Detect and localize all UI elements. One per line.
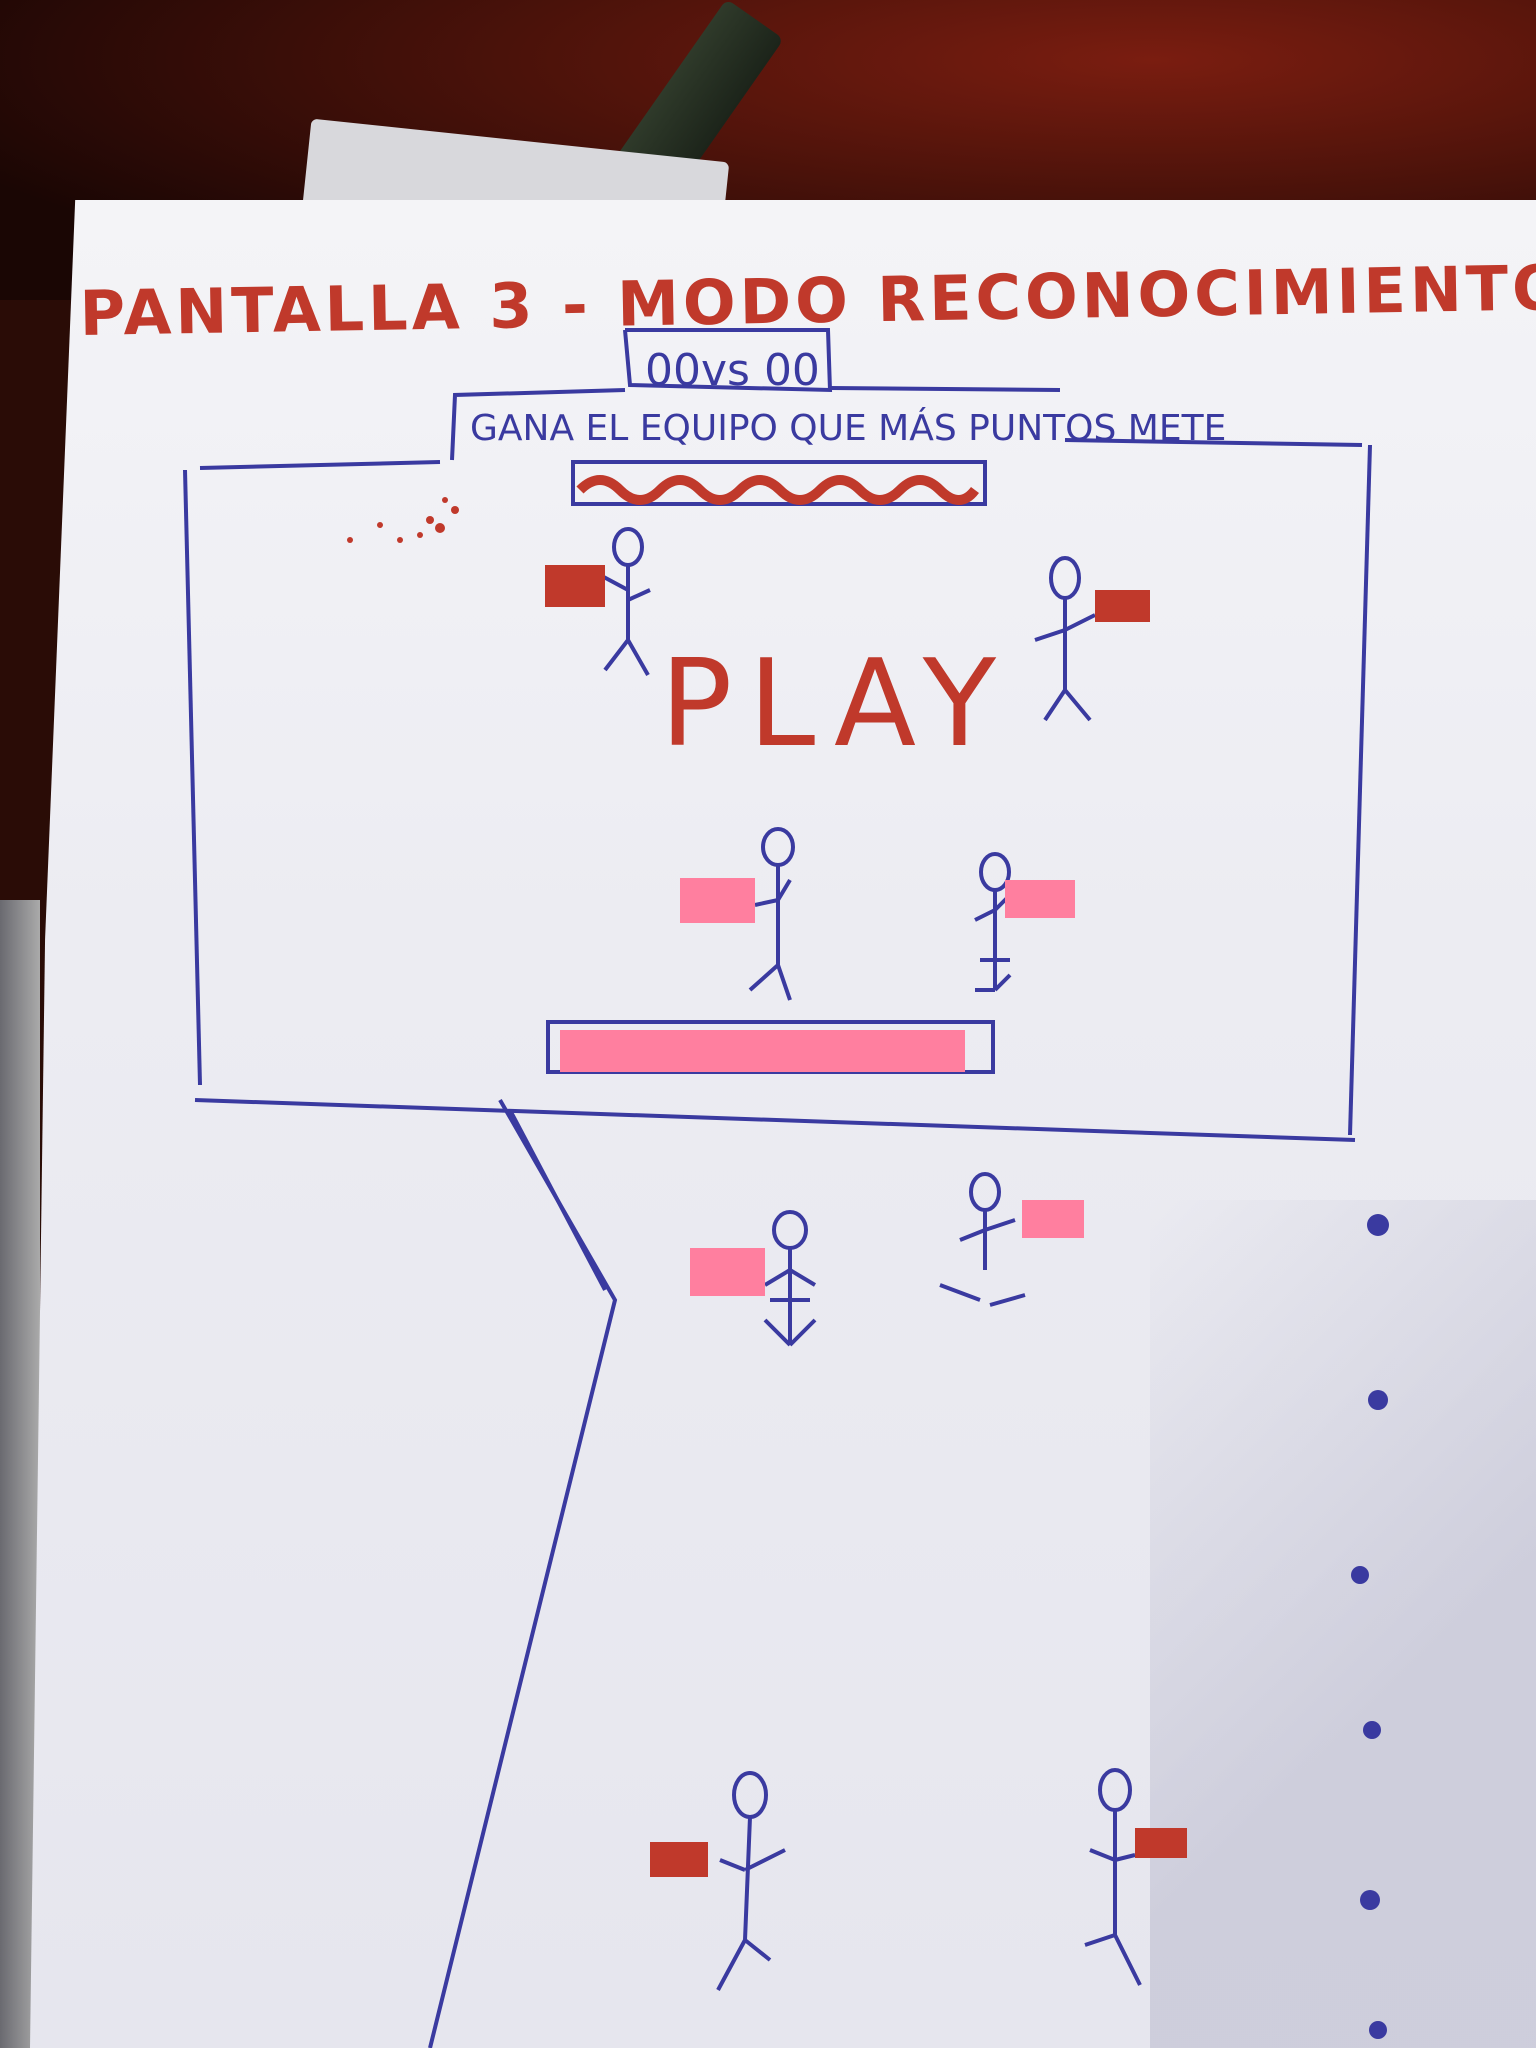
stick-figure-icon — [716, 1771, 786, 1991]
flag-icon — [680, 878, 755, 923]
stick-figure-icon — [599, 527, 651, 676]
score-text: 00vs 00 — [645, 345, 820, 396]
stick-figure-icon — [1034, 556, 1096, 722]
flag-icon — [1022, 1200, 1084, 1238]
binder-holes — [1351, 1214, 1389, 2039]
game-screen-frame — [183, 444, 1372, 1142]
stick-figure-icon — [939, 1172, 1026, 1307]
stick-figure-icon — [974, 852, 1012, 992]
stick-figure-icon — [1084, 1768, 1142, 1986]
paper-shadow — [1150, 1200, 1536, 2048]
flag-icon — [650, 1842, 708, 1877]
flag-icon — [690, 1248, 765, 1296]
play-label[interactable]: PLAY — [660, 635, 1012, 774]
stick-figure-icon — [748, 827, 795, 1001]
score-box — [623, 328, 1061, 393]
subtitle-text: GANA EL EQUIPO QUE MÁS PUNTOS METE — [470, 407, 1226, 449]
pointer-stroke — [428, 1099, 618, 2048]
red-speckles — [347, 497, 459, 543]
flag-icon — [1135, 1828, 1187, 1858]
top-progress-bar — [571, 460, 987, 506]
flag-icon — [1095, 590, 1150, 622]
subtitle-box — [450, 388, 1363, 461]
sketch-title: PANTALLA 3 - MODO RECONOCIMIENTO — [79, 251, 1536, 350]
bottom-progress-bar — [546, 1020, 995, 1074]
flag-icon — [1005, 880, 1075, 918]
flag-icon — [545, 565, 605, 607]
stick-figure-icon — [763, 1210, 817, 1347]
